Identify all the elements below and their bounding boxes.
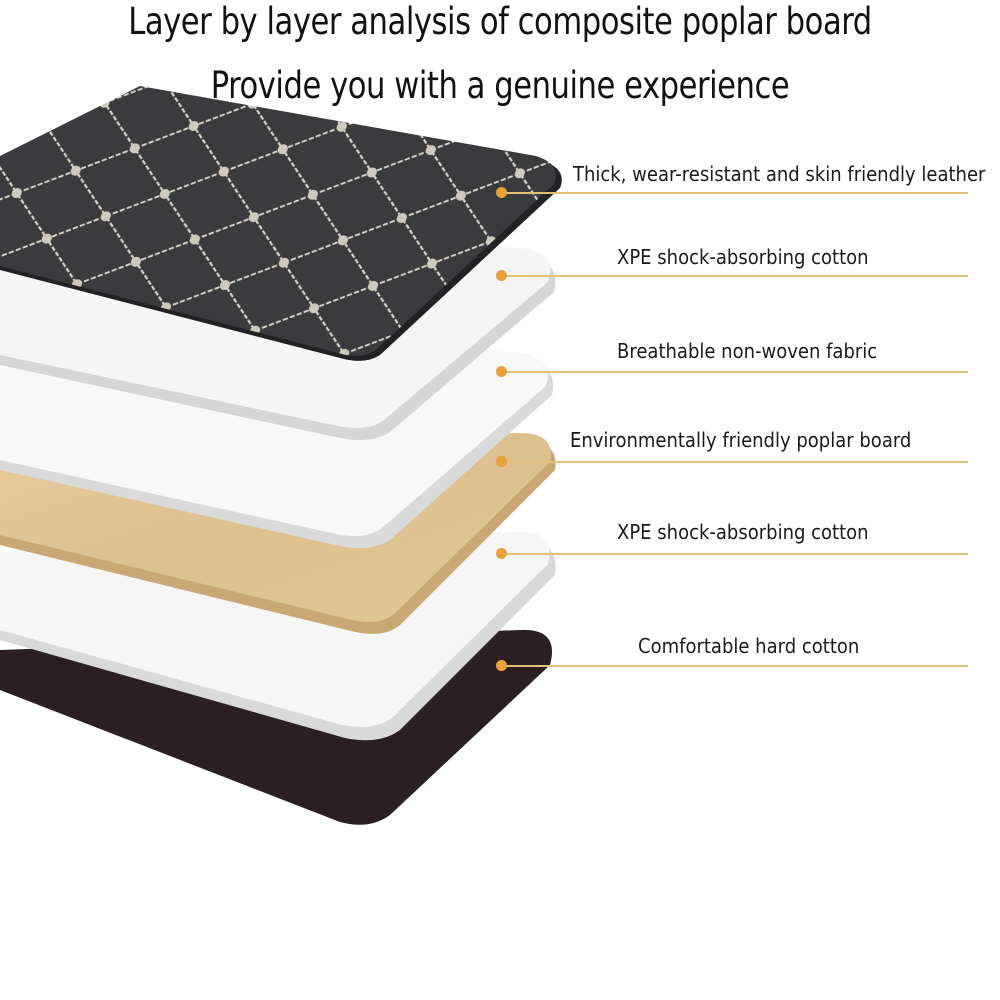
page-subtitle: Provide you with a genuine experience — [210, 64, 790, 107]
callout-line — [502, 553, 968, 555]
callout-dot-icon — [496, 456, 507, 467]
callout-label: Environmentally friendly poplar board — [570, 428, 912, 452]
callout-label: Comfortable hard cotton — [638, 634, 860, 658]
callout-label: XPE shock-absorbing cotton — [617, 520, 869, 544]
callout-label: Thick, wear-resistant and skin friendly … — [573, 162, 986, 186]
page-title: Layer by layer analysis of composite pop… — [128, 0, 872, 43]
callout-line — [502, 275, 968, 277]
callout-non-woven: Breathable non-woven fabric — [0, 339, 1000, 379]
callout-leather: Thick, wear-resistant and skin friendly … — [0, 162, 1000, 202]
callout-line — [502, 371, 968, 373]
callout-label: Breathable non-woven fabric — [617, 339, 878, 363]
callout-dot-icon — [496, 548, 507, 559]
callout-dot-icon — [496, 366, 507, 377]
callout-dot-icon — [496, 270, 507, 281]
callout-dot-icon — [496, 187, 507, 198]
callout-line — [502, 461, 968, 463]
callout-poplar-board: Environmentally friendly poplar board — [0, 428, 1000, 468]
callout-xpe-bottom: XPE shock-absorbing cotton — [0, 520, 1000, 560]
callout-line — [502, 192, 968, 194]
callout-label: XPE shock-absorbing cotton — [617, 245, 869, 269]
callout-dot-icon — [496, 660, 507, 671]
callout-xpe-top: XPE shock-absorbing cotton — [0, 245, 1000, 285]
layer-leather — [0, 86, 562, 361]
callout-line — [502, 665, 968, 667]
callout-hard-cotton: Comfortable hard cotton — [0, 634, 1000, 674]
